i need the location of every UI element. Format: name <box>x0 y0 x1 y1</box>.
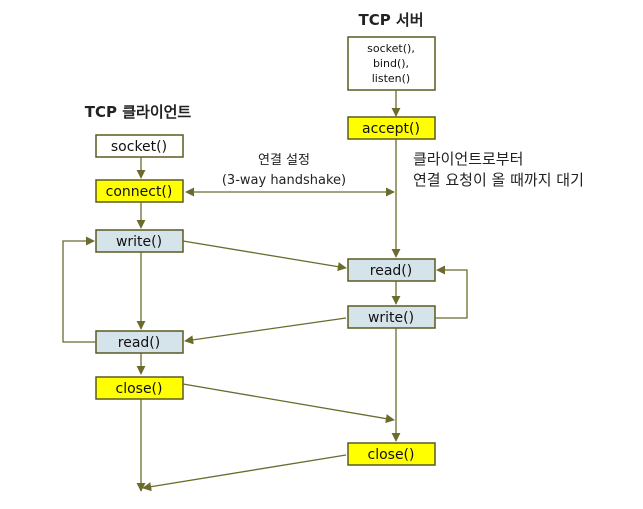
client-write-box: write() <box>95 229 184 253</box>
server-wait-note-line1: 클라이언트로부터 <box>413 150 523 168</box>
client-close-box: close() <box>95 376 184 400</box>
server-init-line: bind(), <box>373 57 409 70</box>
client-connect-box: connect() <box>95 179 184 203</box>
msg-client-close-to-server <box>182 383 395 424</box>
server-loop-arrow <box>435 265 468 319</box>
server-close-label: close() <box>368 447 415 463</box>
client-write-label: write() <box>116 234 162 250</box>
server-title: TCP 서버 <box>358 11 423 29</box>
client-close-label: close() <box>116 381 163 397</box>
server-init-box: socket(), bind(), listen() <box>347 36 436 91</box>
handshake-sublabel: (3-way handshake) <box>222 173 346 188</box>
server-accept-box: accept() <box>347 116 436 140</box>
server-init-line: socket(), <box>367 42 415 55</box>
client-read-label: read() <box>118 335 160 351</box>
server-write-label: write() <box>368 310 414 326</box>
server-init-line: listen() <box>372 72 410 85</box>
handshake-label: 연결 설정 <box>258 153 310 168</box>
server-write-box: write() <box>347 305 436 329</box>
client-title: TCP 클라이언트 <box>85 103 192 121</box>
server-read-label: read() <box>370 263 412 279</box>
server-accept-label: accept() <box>362 121 420 137</box>
msg-server-write-to-client-read <box>184 317 347 345</box>
client-connect-label: connect() <box>106 184 173 200</box>
server-close-box: close() <box>347 442 436 466</box>
client-socket-label: socket() <box>111 139 167 155</box>
client-socket-box: socket() <box>95 134 184 158</box>
client-loop-arrow <box>62 236 96 343</box>
server-read-box: read() <box>347 258 436 282</box>
client-read-box: read() <box>95 330 184 354</box>
msg-client-write-to-server-read <box>182 240 347 272</box>
msg-server-close-to-client <box>142 454 347 492</box>
server-wait-note-line2: 연결 요청이 올 때까지 대기 <box>413 171 584 189</box>
